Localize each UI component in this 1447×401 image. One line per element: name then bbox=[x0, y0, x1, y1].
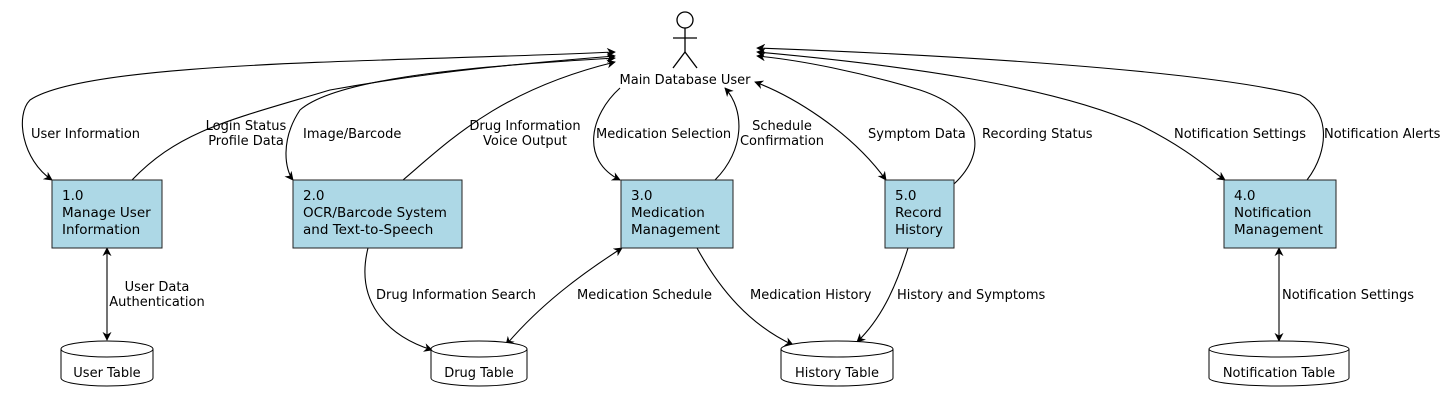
flow-label-history-and-symptoms: History and Symptoms bbox=[897, 288, 1046, 303]
flow-line-notification-settings bbox=[756, 48, 1226, 181]
process-2-ocr-barcode-tts: 2.0 OCR/Barcode System and Text-to-Speec… bbox=[292, 179, 463, 249]
flow-labels: User Information Login Status Profile Da… bbox=[31, 119, 1441, 310]
flow-line-drug-information-search bbox=[364, 247, 433, 352]
process-4-line-1: 4.0 bbox=[1234, 188, 1255, 204]
datastore-drug-table: Drug Table bbox=[430, 340, 528, 387]
process-3-line-2: Medication bbox=[631, 205, 705, 221]
process-2-line-2: OCR/Barcode System bbox=[303, 205, 447, 221]
flow-label-image-barcode: Image/Barcode bbox=[303, 127, 401, 142]
flow-label-profile-data: Profile Data bbox=[208, 134, 284, 149]
datastore-user-table-label: User Table bbox=[73, 366, 140, 381]
process-3-line-3: Management bbox=[631, 222, 720, 238]
process-4-line-3: Management bbox=[1234, 222, 1323, 238]
flow-label-notification-alerts: Notification Alerts bbox=[1324, 127, 1441, 142]
flow-label-drug-information: Drug Information bbox=[469, 119, 580, 134]
actor-label: Main Database User bbox=[620, 73, 752, 88]
flow-label-authentication: Authentication bbox=[109, 295, 204, 310]
flow-line-medication-schedule bbox=[505, 247, 623, 346]
flow-label-voice-output: Voice Output bbox=[483, 134, 567, 149]
flow-line-user-information bbox=[21, 47, 616, 181]
flow-line-login-status bbox=[131, 52, 616, 181]
process-5-line-3: History bbox=[895, 222, 943, 238]
datastore-notification-table: Notification Table bbox=[1208, 340, 1350, 387]
process-1-manage-user-information: 1.0 Manage User Information bbox=[51, 179, 163, 249]
process-1-line-2: Manage User bbox=[62, 205, 151, 221]
flow-label-login-status: Login Status bbox=[206, 119, 287, 134]
actor-main-database-user: Main Database User bbox=[620, 11, 752, 88]
process-2-line-3: and Text-to-Speech bbox=[303, 222, 433, 238]
process-3-medication-management: 3.0 Medication Management bbox=[620, 179, 734, 249]
process-5-record-history: 5.0 Record History bbox=[884, 179, 955, 249]
flow-label-medication-selection: Medication Selection bbox=[596, 127, 731, 142]
flow-line-medication-history bbox=[696, 247, 794, 346]
process-4-notification-management: 4.0 Notification Management bbox=[1223, 179, 1337, 249]
flow-label-medication-history: Medication History bbox=[750, 288, 872, 303]
flow-label-notification-settings: Notification Settings bbox=[1174, 127, 1306, 142]
datastore-history-table: History Table bbox=[780, 340, 894, 387]
flow-label-medication-schedule: Medication Schedule bbox=[577, 288, 712, 303]
flow-lines bbox=[21, 43, 1324, 352]
flow-label-user-information: User Information bbox=[31, 127, 140, 142]
process-5-line-2: Record bbox=[895, 205, 942, 221]
flow-label-recording-status: Recording Status bbox=[982, 127, 1093, 142]
datastore-history-table-label: History Table bbox=[795, 366, 879, 381]
flow-line-history-and-symptoms bbox=[856, 247, 909, 343]
datastore-notification-table-label: Notification Table bbox=[1223, 366, 1335, 381]
flow-label-notification-settings-store: Notification Settings bbox=[1282, 288, 1414, 303]
flow-line-schedule-confirmation bbox=[714, 87, 740, 181]
flow-label-symptom-data: Symptom Data bbox=[868, 127, 966, 142]
process-2-line-1: 2.0 bbox=[303, 188, 324, 204]
process-4-line-2: Notification bbox=[1234, 205, 1311, 221]
flow-line-notification-alerts bbox=[756, 43, 1324, 181]
process-3-line-1: 3.0 bbox=[631, 188, 652, 204]
flow-label-schedule: Schedule bbox=[752, 119, 812, 134]
flow-line-drug-information-voice bbox=[402, 59, 616, 181]
process-5-line-1: 5.0 bbox=[895, 188, 916, 204]
flow-line-image-barcode bbox=[284, 54, 616, 181]
flow-label-confirmation: Confirmation bbox=[740, 134, 824, 149]
datastore-user-table: User Table bbox=[60, 340, 154, 387]
flow-label-user-data: User Data bbox=[125, 280, 190, 295]
flow-label-drug-information-search: Drug Information Search bbox=[376, 288, 536, 303]
datastore-drug-table-label: Drug Table bbox=[444, 366, 514, 381]
flow-line-medication-selection bbox=[593, 87, 621, 181]
process-1-line-1: 1.0 bbox=[62, 188, 83, 204]
actor-stick-figure-icon bbox=[672, 11, 698, 69]
process-1-line-3: Information bbox=[62, 222, 140, 238]
